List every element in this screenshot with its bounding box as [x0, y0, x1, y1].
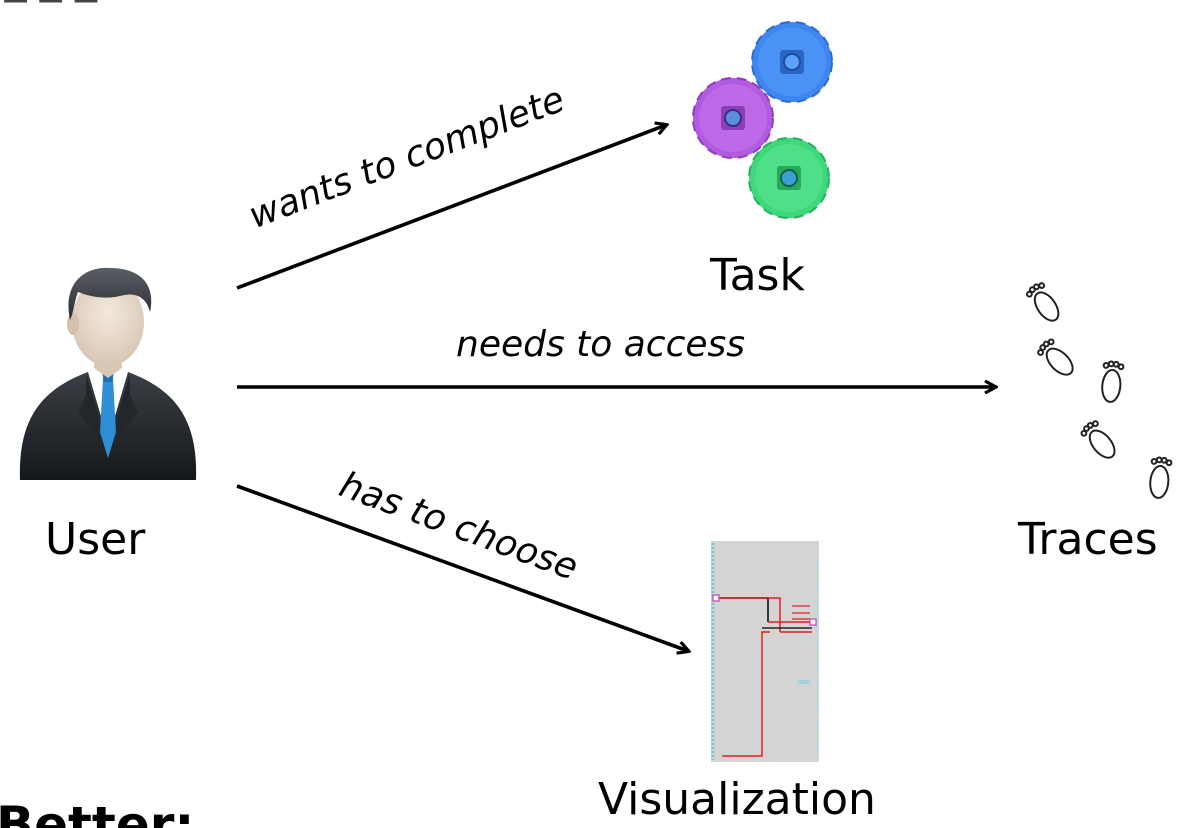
footer-heading-text: Better: — [0, 796, 195, 828]
gears-icon — [692, 21, 833, 219]
footprints-icon — [1025, 282, 1173, 499]
traces-label: Traces — [1018, 514, 1158, 565]
user-label: User — [45, 514, 146, 565]
edge-label-needs-to-access: needs to access — [456, 324, 746, 365]
footer-heading: Better: — [0, 796, 200, 828]
edge-user-task-arrow — [236, 125, 666, 290]
slide-title-cropped: ▪▪▪ ▪▪▪▪▪▪▪▪▪▪▪ — [0, 0, 470, 16]
visualization-label: Visualization — [598, 774, 876, 825]
edge-user-visualization-arrow — [236, 484, 688, 651]
trace-visualization-thumbnail — [711, 541, 819, 762]
task-label: Task — [710, 250, 805, 301]
user-icon — [19, 267, 197, 480]
